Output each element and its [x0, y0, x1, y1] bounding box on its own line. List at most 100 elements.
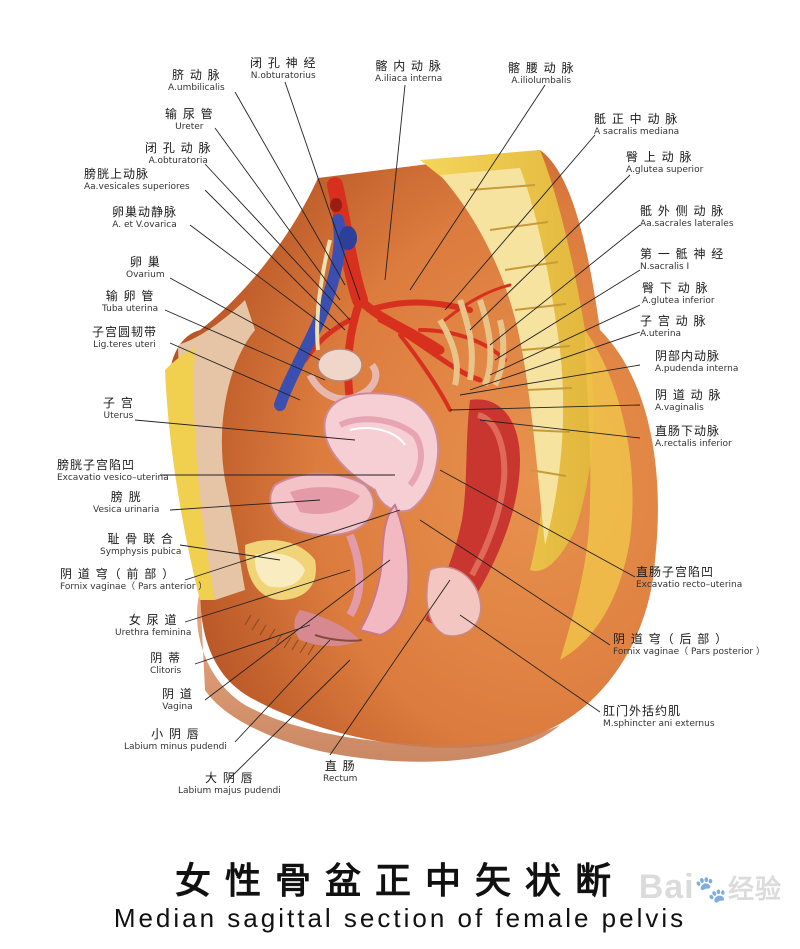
label-zh: 阴部内动脉 — [655, 349, 721, 363]
label-uterus: 子 宫 Uterus — [103, 396, 134, 421]
label-zh: 子 宫 — [103, 396, 134, 410]
leader-lines — [134, 81, 641, 779]
label-zh: 臀 下 动 脉 — [642, 281, 709, 295]
vertebrae-lines — [469, 184, 573, 477]
label-la: Fornix vaginae（ Pars posterior ） — [613, 646, 765, 657]
label-obturatorius: 闭 孔 神 经 N.obturatorius — [250, 56, 317, 81]
label-ovarica: 卵巢动静脉 A. et V.ovarica — [112, 205, 178, 230]
label-zh: 阴 道 穹（ 后 部 ） — [613, 632, 729, 646]
label-sacralis-nerve: 第 一 骶 神 经 N.sacralis Ⅰ — [640, 247, 724, 272]
label-la: Clitoris — [150, 665, 182, 676]
label-zh: 髂 腰 动 脉 — [508, 61, 575, 75]
baidu-watermark: Bai🐾经验 — [639, 868, 782, 907]
label-teres: 子宫圆韧带 Lig.teres uteri — [92, 325, 158, 350]
label-rectalis: 直肠下动脉 A.rectalis inferior — [655, 424, 732, 449]
label-la: Ovarium — [126, 269, 165, 280]
label-zh: 耻 骨 联 合 — [107, 532, 174, 546]
label-sacrales-laterales: 骶 外 侧 动 脉 Aa.sacrales laterales — [640, 204, 734, 229]
label-la: N.obturatorius — [250, 70, 316, 81]
label-la: A.umbilicalis — [168, 82, 225, 93]
label-la: Labium minus pudendi — [124, 741, 227, 752]
label-a-uterina: 子 宫 动 脉 A.uterina — [640, 314, 707, 339]
ovary — [317, 348, 363, 382]
label-zh: 大 阴 唇 — [205, 771, 254, 785]
label-la: A.pudenda interna — [655, 363, 739, 374]
label-symphysis: 耻 骨 联 合 Symphysis pubica — [100, 532, 182, 557]
label-zh: 髂 内 动 脉 — [375, 59, 442, 73]
watermark-suffix: 经验 — [727, 874, 782, 904]
label-la: A.glutea superior — [626, 164, 704, 175]
label-la: A. et V.ovarica — [112, 219, 177, 230]
label-la: A sacralis mediana — [594, 126, 680, 137]
label-iliolumbalis: 髂 腰 动 脉 A.iliolumbalis — [508, 61, 575, 86]
label-zh: 输 尿 管 — [165, 107, 214, 121]
label-obturatoria: 闭 孔 动 脉 A.obturatoria — [145, 141, 212, 166]
abdominal-wall — [178, 300, 255, 600]
label-la: Aa.sacrales laterales — [640, 218, 734, 229]
label-la: Vesica urinaria — [93, 504, 160, 515]
label-la: Urethra feminina — [115, 627, 192, 638]
label-zh: 卵巢动静脉 — [112, 205, 178, 219]
label-vesico-uterina: 膀胱子宫陷凹 Excavatio vesico–uterina — [57, 458, 169, 483]
label-zh: 直肠子宫陷凹 — [636, 565, 715, 579]
label-ovarium: 卵 巢 Ovarium — [126, 255, 165, 280]
label-rectum: 直 肠 Rectum — [323, 759, 358, 784]
pubic-hair — [244, 614, 315, 656]
title-english: Median sagittal section of female pelvis — [113, 903, 687, 933]
label-zh: 骶 外 侧 动 脉 — [640, 204, 725, 218]
labia — [294, 610, 360, 646]
vagina — [358, 503, 410, 637]
label-la: Rectum — [323, 773, 358, 784]
label-la: A.glutea inferior — [642, 295, 715, 306]
label-la: A.vaginalis — [655, 402, 704, 413]
label-la: M.sphincter ani externus — [603, 718, 715, 729]
label-sphincter: 肛门外括约肌 M.sphincter ani externus — [603, 704, 715, 729]
label-umbilicalis: 脐 动 脉 A.umbilicalis — [168, 68, 225, 93]
label-zh: 阴 道 动 脉 — [655, 388, 722, 402]
label-fornix-posterior: 阴 道 穹（ 后 部 ） Fornix vaginae（ Pars poster… — [613, 632, 765, 657]
vein — [274, 214, 346, 411]
label-labium-minus: 小 阴 唇 Labium minus pudendi — [124, 727, 227, 752]
label-zh: 阴 道 穹（ 前 部 ） — [60, 567, 176, 581]
label-pudenda: 阴部内动脉 A.pudenda interna — [655, 349, 739, 374]
label-ureter: 输 尿 管 Ureter — [165, 107, 214, 132]
label-recto-uterina: 直肠子宫陷凹 Excavatio recto–uterina — [636, 565, 742, 590]
label-labium-majus: 大 阴 唇 Labium majus pudendi — [178, 771, 281, 796]
label-zh: 脐 动 脉 — [172, 68, 221, 82]
label-la: Excavatio vesico–uterina — [57, 472, 169, 483]
label-la: Symphysis pubica — [100, 546, 182, 557]
label-zh: 膀 胱 — [110, 490, 142, 504]
label-la: N.sacralis Ⅰ — [640, 261, 690, 272]
label-la: Aa.vesicales superiores — [84, 181, 190, 192]
urethra — [346, 533, 364, 618]
label-la: A.obturatoria — [148, 155, 208, 166]
label-zh: 膀胱上动脉 — [84, 167, 150, 181]
label-zh: 肛门外括约肌 — [603, 704, 682, 718]
anal-canal — [426, 566, 482, 637]
label-zh: 子宫圆韧带 — [92, 325, 158, 339]
label-zh: 膀胱子宫陷凹 — [57, 458, 136, 472]
label-zh: 卵 巢 — [129, 255, 161, 269]
label-la: Uterus — [103, 410, 134, 421]
label-vagina: 阴 道 Vagina — [162, 687, 193, 712]
label-zh: 小 阴 唇 — [151, 727, 200, 741]
label-zh: 阴 蒂 — [150, 651, 182, 665]
label-zh: 阴 道 — [162, 687, 193, 701]
thigh — [197, 590, 560, 762]
label-zh: 闭 孔 动 脉 — [145, 141, 212, 155]
abdominal-fat — [165, 348, 215, 600]
label-la: Lig.teres uteri — [93, 339, 156, 350]
label-fornix-anterior: 阴 道 穹（ 前 部 ） Fornix vaginae（ Pars anteri… — [60, 567, 208, 592]
label-zh: 输 卵 管 — [105, 289, 155, 303]
label-la: Vagina — [162, 701, 193, 712]
label-la: Fornix vaginae（ Pars anterior ） — [60, 581, 208, 592]
label-vaginalis: 阴 道 动 脉 A.vaginalis — [655, 388, 722, 413]
sacrum-inner — [440, 168, 564, 545]
label-la: A.iliolumbalis — [511, 75, 572, 86]
label-zh: 闭 孔 神 经 — [250, 56, 317, 70]
label-la: Tuba uterina — [102, 303, 159, 314]
label-glutea-superior: 臀 上 动 脉 A.glutea superior — [626, 150, 704, 175]
label-zh: 子 宫 动 脉 — [640, 314, 707, 328]
paw-icon: 🐾 — [694, 874, 728, 904]
